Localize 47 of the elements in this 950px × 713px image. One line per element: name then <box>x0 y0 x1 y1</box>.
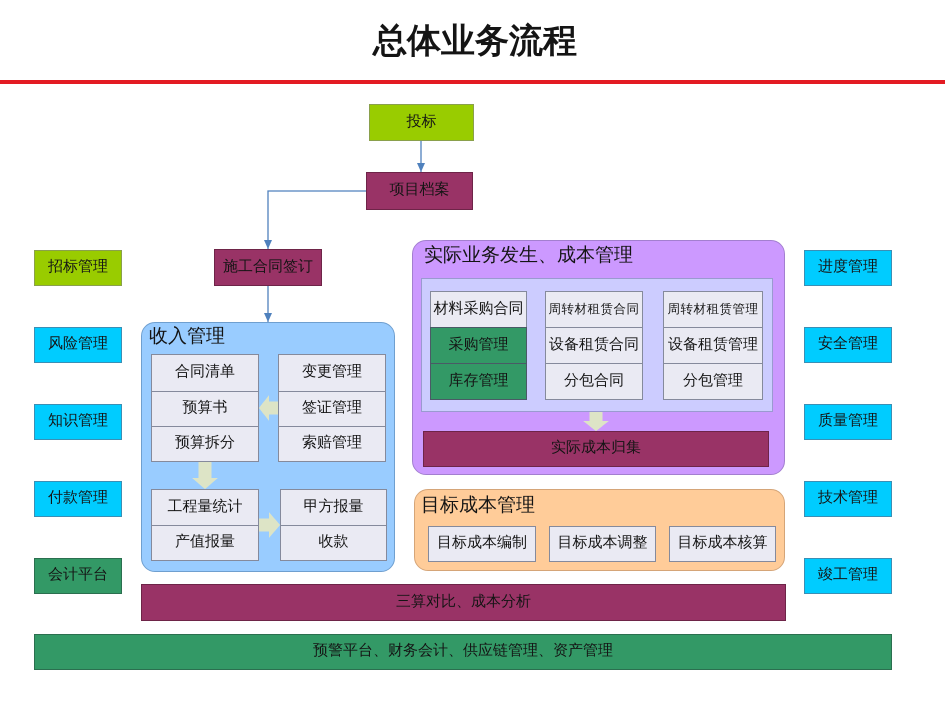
group-heading: 实际业务发生、成本管理 <box>424 245 633 267</box>
module-box: 招标管理 <box>34 250 122 286</box>
block-arrow <box>259 395 278 421</box>
module-box: 安全管理 <box>804 327 892 363</box>
list-cell: 目标成本编制 <box>428 526 536 562</box>
list-cell: 目标成本调整 <box>549 526 656 562</box>
list-cell: 设备租赁管理 <box>663 327 763 364</box>
block-arrow <box>583 412 609 431</box>
process-box: 施工合同签订 <box>214 249 322 286</box>
module-box: 会计平台 <box>34 558 122 594</box>
cell-stack <box>151 354 259 462</box>
list-cell: 分包合同 <box>545 363 643 400</box>
group-panel <box>412 240 785 475</box>
group-heading: 目标成本管理 <box>421 495 535 517</box>
cell-stack <box>280 489 387 561</box>
title: 总体业务流程 <box>373 22 577 62</box>
list-cell: 材料采购合同 <box>430 291 527 328</box>
arrow <box>417 141 425 172</box>
process-box: 项目档案 <box>366 172 473 210</box>
group-heading: 收入管理 <box>149 326 225 348</box>
module-box: 竣工管理 <box>804 558 892 594</box>
platform-bar: 预警平台、财务会计、供应链管理、资产管理 <box>34 634 892 670</box>
list-cell: 采购管理 <box>430 327 527 364</box>
list-cell: 周转材租赁管理 <box>663 291 763 328</box>
process-box: 实际成本归集 <box>423 431 769 467</box>
arrow <box>264 286 272 322</box>
list-cell: 目标成本核算 <box>669 526 776 562</box>
arrow <box>264 190 366 249</box>
module-box: 付款管理 <box>34 481 122 517</box>
block-arrow <box>259 512 280 538</box>
group-panel <box>414 489 785 571</box>
module-box: 技术管理 <box>804 481 892 517</box>
group-panel <box>141 322 395 572</box>
inner-panel <box>421 278 773 412</box>
module-box: 进度管理 <box>804 250 892 286</box>
block-arrow <box>192 462 218 489</box>
list-cell: 分包管理 <box>663 363 763 400</box>
summary-bar: 三算对比、成本分析 <box>141 584 786 621</box>
list-cell: 周转材租赁合同 <box>545 291 643 328</box>
list-cell: 库存管理 <box>430 363 527 400</box>
module-box: 知识管理 <box>34 404 122 440</box>
module-box: 风险管理 <box>34 327 122 363</box>
module-box: 质量管理 <box>804 404 892 440</box>
process-box: 投标 <box>369 104 474 141</box>
cell-stack <box>151 489 259 561</box>
cell-stack <box>278 354 386 462</box>
list-cell: 设备租赁合同 <box>545 327 643 364</box>
